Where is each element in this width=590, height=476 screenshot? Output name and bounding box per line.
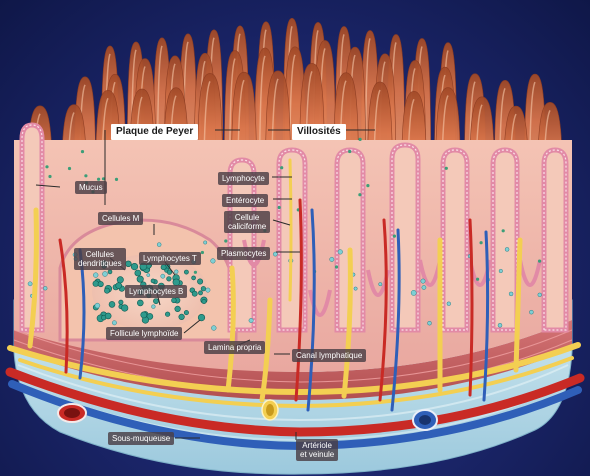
lymphocyte <box>112 321 116 325</box>
lymphocyte <box>249 318 253 322</box>
label-lymphocyte: Lymphocyte <box>218 172 269 185</box>
label-sous-muqueuse: Sous-muqueuse <box>108 432 174 445</box>
lymphocyte <box>211 326 216 331</box>
lymphocyte-b <box>119 300 123 304</box>
label-cellules-dendritiques-line1: Cellules <box>78 250 122 259</box>
lymphocyte <box>161 274 165 278</box>
lymphocyte <box>354 287 357 290</box>
label-enterocyte: Entérocyte <box>222 194 268 207</box>
label-canal-lymphatique: Canal lymphatique <box>292 349 366 362</box>
label-plaque-de-peyer: Plaque de Peyer <box>111 124 198 140</box>
lymphocyte-b <box>151 279 155 283</box>
lymphocyte-b <box>165 312 170 317</box>
lymphocyte-b <box>198 314 205 321</box>
lymphocyte <box>152 305 156 309</box>
lymphocyte-b <box>167 277 172 282</box>
lymphocyte-b <box>141 312 147 318</box>
lymphocyte-b <box>137 276 143 282</box>
label-lymphocytes-b: Lymphocytes B <box>125 285 187 298</box>
lymphocyte-b <box>131 263 138 270</box>
lymphocyte <box>422 285 426 289</box>
lymphocyte-b <box>184 310 188 314</box>
lymphocyte-b <box>175 306 181 312</box>
lymphocyte <box>103 272 108 277</box>
lymphocyte <box>379 283 382 286</box>
lymphocyte <box>447 302 451 306</box>
lymphocyte-b <box>197 279 202 284</box>
lymphocyte-b <box>109 301 115 307</box>
label-arteriole-line2: et veinule <box>300 450 334 459</box>
lymphocyte-b <box>121 305 128 312</box>
villus-section <box>392 145 418 330</box>
lymphocyte <box>43 286 47 290</box>
villus-section <box>443 150 467 330</box>
lymphocyte-b <box>161 265 166 270</box>
lymphocyte <box>509 292 513 296</box>
lymphocyte-b <box>108 270 112 274</box>
label-arteriole-line1: Artériole <box>300 441 334 450</box>
lymphocyte <box>499 269 503 273</box>
lymphocyte-b <box>198 291 202 295</box>
label-cellule-caliciforme-line1: Cellule <box>228 213 266 222</box>
label-arteriole-et-veinule: Artériole et veinule <box>296 439 338 461</box>
lymphocyte-b <box>116 283 122 289</box>
lymphocyte <box>538 293 542 297</box>
lymphocyte-b <box>184 270 188 274</box>
lymphocyte-b <box>192 291 197 296</box>
label-cellules-dendritiques: Cellules dendritiques <box>74 248 126 270</box>
lymphocyte-b <box>98 281 103 286</box>
lymphocyte-b <box>172 298 177 303</box>
lymphocyte <box>529 310 533 314</box>
lymphocyte <box>338 250 343 255</box>
lymphocyte <box>505 247 509 251</box>
label-mucus: Mucus <box>75 181 107 194</box>
lymphocyte-b <box>125 261 131 267</box>
label-cellules-m: Cellules M <box>98 212 143 225</box>
lymphocyte-b <box>192 276 196 280</box>
lymphocyte-b <box>137 300 143 306</box>
label-lymphocytes-t: Lymphocytes T <box>139 252 201 265</box>
lymphocyte <box>421 279 425 283</box>
label-cellules-dendritiques-line2: dendritiques <box>78 259 122 268</box>
lymphocyte <box>174 270 178 274</box>
villus-section <box>544 150 566 330</box>
lymphocyte-b <box>135 270 141 276</box>
lymphocyte-b <box>201 286 206 291</box>
villus-section <box>493 150 517 330</box>
lymphocyte-b <box>117 277 123 283</box>
lymphocyte <box>147 274 150 277</box>
lymphocyte-b <box>105 313 111 319</box>
lymphocyte <box>204 241 207 244</box>
lymphocyte <box>93 273 98 278</box>
lymphocyte-b <box>153 299 158 304</box>
label-cellule-caliciforme: Cellule caliciforme <box>224 211 270 233</box>
lymphocyte <box>157 243 161 247</box>
lymphocyte <box>411 290 416 295</box>
lymphocyte-b <box>179 314 185 320</box>
label-villosites: Villosités <box>292 124 346 140</box>
lymphocyte <box>428 321 432 325</box>
lymphocyte <box>211 259 216 264</box>
lymphocyte-b <box>202 299 206 303</box>
lymphocyte <box>206 288 210 292</box>
lymphocyte <box>330 257 334 261</box>
label-lamina-propria: Lamina propria <box>204 341 265 354</box>
lymphocyte <box>498 323 502 327</box>
label-plasmocytes: Plasmocytes <box>217 247 270 260</box>
label-cellule-caliciforme-line2: caliciforme <box>228 222 266 231</box>
lymphocyte <box>28 282 32 286</box>
label-follicule-lymphoide: Follicule lymphoïde <box>106 327 182 340</box>
lymphocyte <box>95 303 100 308</box>
lymphocyte <box>273 252 277 256</box>
lymphocyte-b <box>104 288 109 293</box>
